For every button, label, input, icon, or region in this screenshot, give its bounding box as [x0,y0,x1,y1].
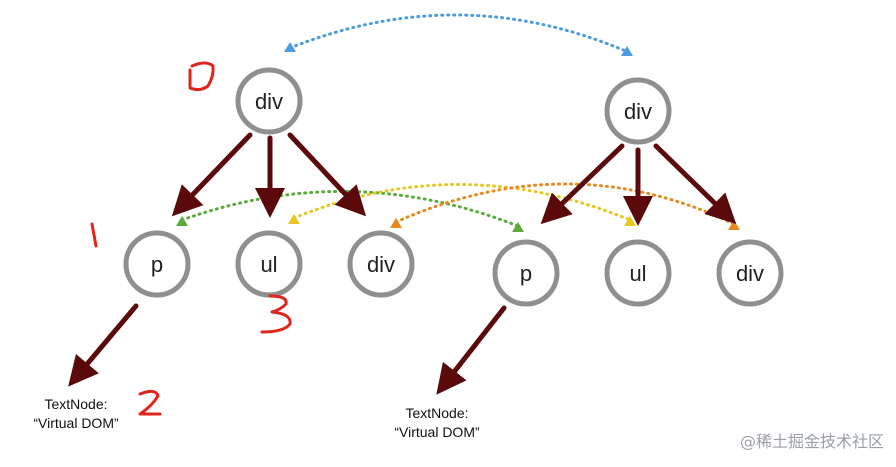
comparison-marker-root-new [621,46,633,56]
handwritten-mark-2 [138,389,162,416]
comparison-marker-p-new [512,222,524,232]
node-label: div [624,99,652,124]
node-label: div [736,261,764,286]
comparison-marker-ul-new [624,216,636,226]
comparison-marker-div-old [390,218,402,228]
text-nodes: TextNode: “Virtual DOM” TextNode: “Virtu… [33,396,480,440]
node-label: div [367,252,395,277]
text-node-old-line2: “Virtual DOM” [33,415,119,431]
node-new-p: p [492,239,560,307]
comparison-arcs [176,13,740,232]
comparison-marker-ul-old [288,214,300,224]
edge-new-p-to-text [436,305,507,395]
handwritten-mark-1 [90,222,98,248]
edge-old-root-to-p [171,132,253,217]
node-label: p [151,252,163,277]
node-old-root: div [235,67,303,135]
node-label: ul [260,252,277,277]
edge-new-root-to-div [653,143,737,225]
node-new-div: div [716,239,784,307]
node-label: div [255,89,283,114]
edge-old-root-to-div [287,132,367,217]
node-new-root: div [604,77,672,145]
handwritten-marks [90,61,292,416]
tree-nodes: div p ul div div p ul div [123,67,784,307]
watermark-text: @稀土掘金技术社区 [739,432,884,451]
node-label: p [520,261,532,286]
handwritten-mark-0 [188,61,215,92]
comparison-marker-p-old [176,216,188,226]
edge-new-root-to-p [540,143,625,225]
edge-old-p-to-text [68,303,139,387]
handwritten-mark-3 [260,294,292,334]
node-new-ul: ul [604,239,672,307]
node-old-ul: ul [235,230,303,298]
comparison-marker-root-old [284,42,296,52]
text-node-old-line1: TextNode: [44,396,107,412]
node-label: ul [629,261,646,286]
comparison-marker-div-new [728,220,740,230]
node-old-div: div [347,230,415,298]
text-node-new-line2: “Virtual DOM” [394,424,480,440]
tree-edges [68,132,737,395]
comparison-arc-div [394,182,736,226]
comparison-arc-root [288,13,630,54]
text-node-new-line1: TextNode: [405,405,468,421]
node-old-p: p [123,230,191,298]
